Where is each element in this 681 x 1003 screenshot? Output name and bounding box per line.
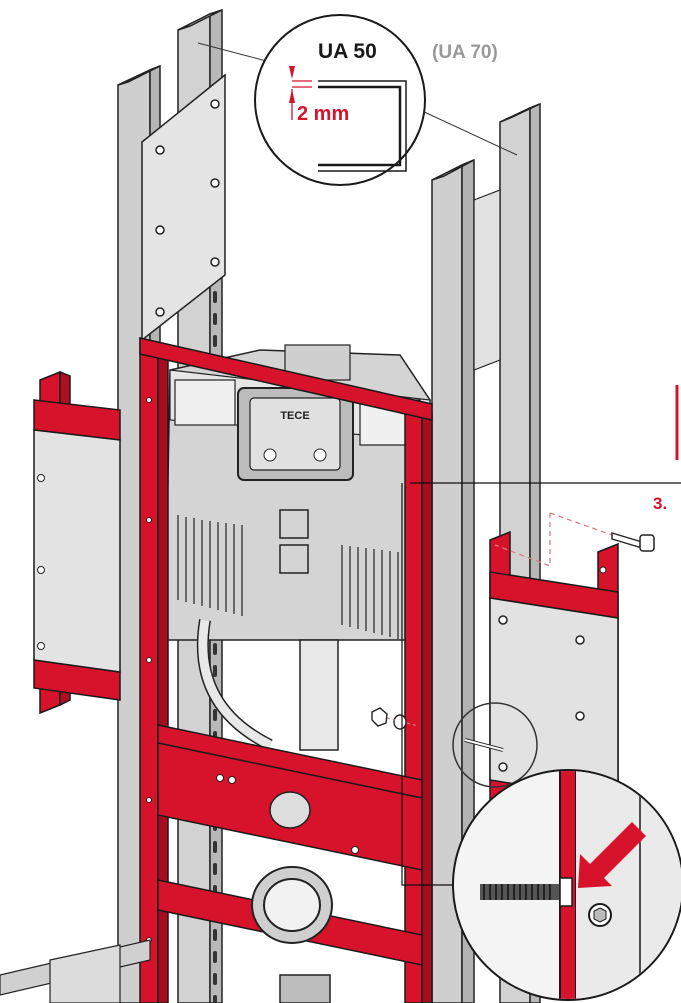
brand-label: TECE (280, 410, 309, 422)
bolt-icon (480, 877, 573, 907)
left-side-bracket (33, 370, 121, 715)
profile-secondary-label: (UA 70) (432, 42, 498, 63)
step-number: 3. (653, 494, 667, 513)
screw-icon (611, 532, 655, 552)
detail-zoom (452, 769, 681, 1001)
profile-primary-label: UA 50 (318, 40, 377, 63)
right-side-bracket (489, 530, 619, 817)
arrow-icon (578, 822, 646, 888)
drain-bend (251, 866, 333, 1003)
gap-dimension-label: 2 mm (297, 103, 349, 125)
profile-callout (197, 14, 518, 186)
magnifier-circle-icon (452, 702, 538, 788)
right-profile-inner (431, 158, 475, 1003)
top-mounting-plate (141, 73, 226, 342)
nut-and-washer (371, 707, 419, 730)
control-box: TECE (237, 387, 354, 481)
step-3-guides (494, 512, 613, 567)
